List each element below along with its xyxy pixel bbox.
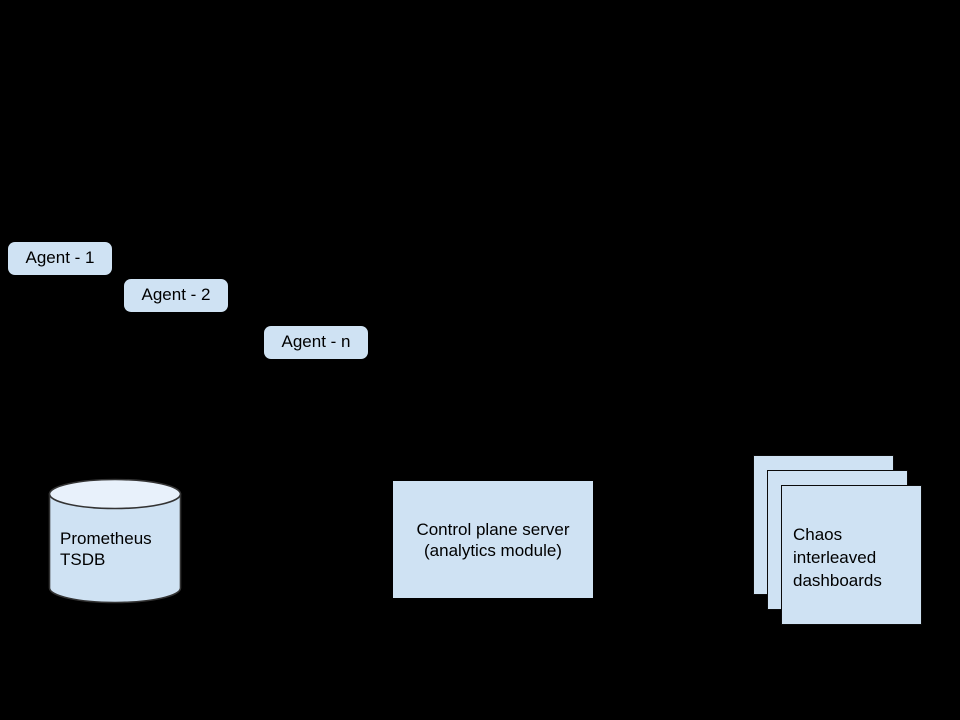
control-plane-server-node[interactable]: Control plane server (analytics module) [393,481,593,598]
agent-node-1[interactable]: Agent - 1 [8,242,112,275]
agent-node-2-label: Agent - 2 [141,285,211,305]
agent-node-n-label: Agent - n [281,332,351,352]
cylinder-shape-icon [48,478,182,604]
control-plane-server-label: Control plane server (analytics module) [416,519,570,560]
prometheus-tsdb-label: Prometheus TSDB [60,529,152,569]
prometheus-tsdb-node[interactable]: Prometheus TSDB [48,478,182,604]
agent-node-1-label: Agent - 1 [25,248,95,268]
agent-node-n[interactable]: Agent - n [264,326,368,359]
chaos-dashboards-node[interactable]: Chaos interleaved dashboards [753,455,925,627]
agent-node-2[interactable]: Agent - 2 [124,279,228,312]
chaos-dashboards-label: Chaos interleaved dashboards [793,525,882,590]
dashboard-card-front[interactable] [781,485,922,625]
